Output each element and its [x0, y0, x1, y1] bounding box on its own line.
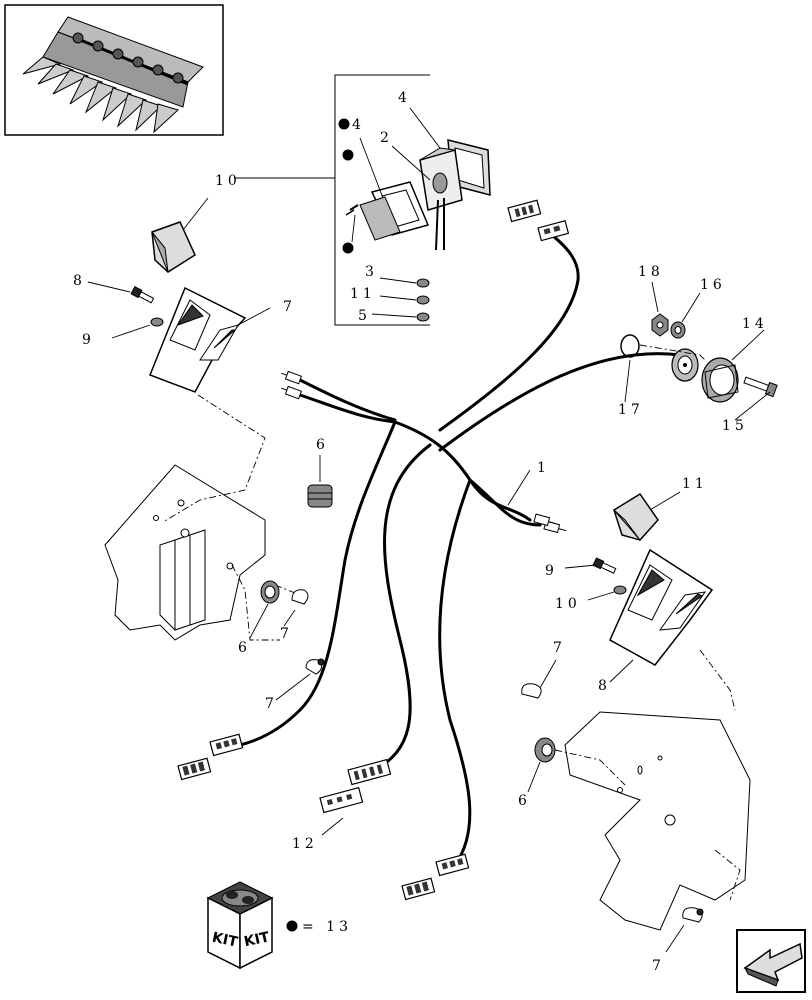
callout-3: 3	[365, 264, 378, 280]
callout-16: 15	[722, 418, 748, 434]
callout-5: 5	[358, 308, 371, 324]
callout-6-right: 6	[518, 793, 531, 809]
callout-9-left: 8	[73, 273, 86, 289]
callout-7-left-upper: 7	[280, 626, 293, 642]
kit-legend-text: = 13	[302, 919, 352, 935]
kit-box-icon: KIT KIT	[206, 881, 274, 970]
kit-legend: KIT KIT = 13	[206, 881, 352, 970]
lamp-kit-bracket	[234, 74, 430, 326]
callout-18: 17	[618, 402, 644, 418]
bullet-marker-icon	[342, 149, 354, 161]
callout-6-left: 6	[238, 640, 251, 656]
grommet-middle	[307, 455, 333, 508]
callout-7-right-upper: 7	[553, 640, 566, 656]
kit-badge-left: KIT	[211, 930, 240, 951]
right-frame-section	[521, 649, 751, 953]
power-socket-assembly	[620, 281, 778, 421]
callout-15: 14	[742, 316, 768, 332]
callout-10-right: 10	[555, 596, 581, 612]
right-lamp-mount	[564, 491, 714, 683]
callout-1: 1	[537, 460, 550, 476]
left-frame-section	[104, 394, 325, 701]
left-lamp-mount	[87, 197, 271, 393]
callout-17: 16	[700, 277, 726, 293]
callout-12: 11	[350, 286, 376, 302]
work-lamp-exploded	[338, 107, 491, 322]
bullet-marker-icon	[338, 118, 350, 130]
callout-labels: 1 2 3 4 4 5 6 6 6 7 7 7 7 7 8 8 9 9 10 1…	[73, 90, 768, 974]
callout-14: 12	[292, 836, 318, 852]
wiring-harness	[177, 199, 682, 901]
callout-4: 4	[398, 90, 411, 106]
callout-8-left: 7	[283, 299, 296, 315]
callout-10-left: 9	[82, 332, 95, 348]
callout-7-left-lower: 7	[265, 696, 278, 712]
callout-19: 18	[638, 264, 664, 280]
callout-11-right: 11	[682, 476, 708, 492]
header-thumbnail	[4, 4, 224, 136]
bullet-marker-icon	[342, 242, 354, 254]
callout-8-right: 8	[598, 678, 611, 694]
callout-9-right: 9	[545, 563, 558, 579]
callout-6-middle: 6	[316, 437, 329, 453]
bullet-marker-icon	[286, 920, 298, 932]
navigation-arrow-icon[interactable]	[736, 929, 806, 993]
kit-badge-right: KIT	[243, 929, 272, 950]
callout-7-right-lower: 7	[652, 958, 665, 974]
callout-4-bulleted: 4	[352, 117, 365, 133]
callout-2: 2	[380, 130, 393, 146]
callout-11-left: 10	[215, 173, 241, 189]
